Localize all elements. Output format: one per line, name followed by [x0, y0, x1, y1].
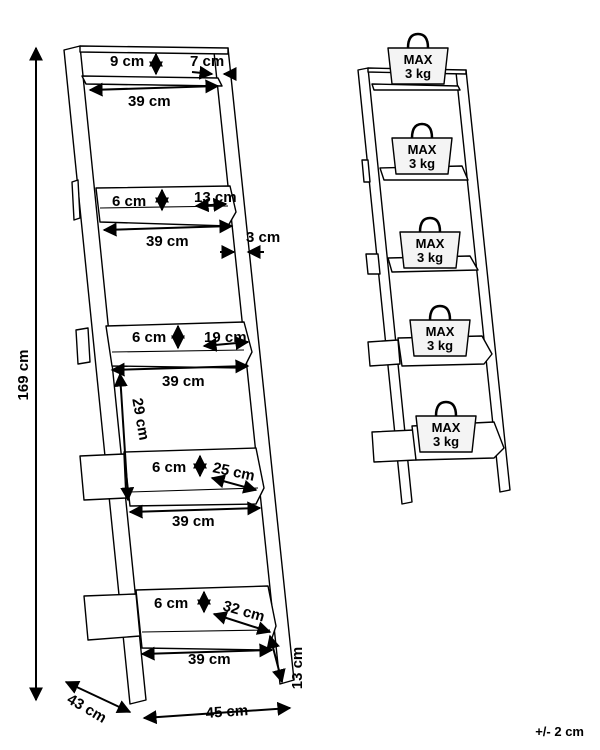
shelf-2-width-label: 39 cm	[146, 233, 189, 250]
weight-icon: MAX 3 kg	[387, 32, 449, 85]
shelf-1-lip-label: 9 cm	[110, 53, 144, 70]
max-label: MAX	[416, 236, 445, 251]
shelf-3-depth-label: 19 cm	[204, 329, 247, 346]
max-weight-value: 3 kg	[409, 156, 435, 171]
weight-icon: MAX 3 kg	[415, 400, 477, 453]
max-weight-value: 3 kg	[433, 434, 459, 449]
max-label: MAX	[426, 324, 455, 339]
shelf-4-lip-label: 6 cm	[152, 459, 186, 476]
max-weight-value: 3 kg	[427, 338, 453, 353]
shelf-3-lip-label: 6 cm	[132, 329, 166, 346]
max-label: MAX	[408, 142, 437, 157]
shelf-2-depth-label: 13 cm	[194, 189, 237, 206]
max-label: MAX	[404, 52, 433, 67]
top-crossbar	[79, 45, 229, 55]
weight-icon: MAX 3 kg	[399, 216, 461, 269]
dimension-labels: 169 cm 9 cm 7 cm 39 cm 6 cm 13 cm 39 cm …	[15, 53, 306, 727]
shelf-spacing-label: 29 cm	[128, 397, 152, 442]
shelf-1	[81, 75, 223, 87]
dimension-lines	[29, 46, 292, 725]
max-weight-value: 3 kg	[417, 250, 443, 265]
shelf-3-width-label: 39 cm	[162, 373, 205, 390]
max-weight-value: 3 kg	[405, 66, 431, 81]
shelf-1-width-label: 39 cm	[128, 93, 171, 110]
foot-label: 13 cm	[289, 647, 306, 690]
shelf-5-lip-label: 6 cm	[154, 595, 188, 612]
weight-icon: MAX 3 kg	[409, 304, 471, 357]
tolerance-note: +/- 2 cm	[535, 724, 584, 739]
side-thickness-label: 3 cm	[246, 229, 280, 246]
width-label: 45 cm	[205, 702, 249, 722]
depth-label: 43 cm	[64, 691, 109, 727]
shelf-4-width-label: 39 cm	[172, 513, 215, 530]
height-label: 169 cm	[15, 350, 32, 401]
shelf-1-depth-label: 7 cm	[190, 53, 224, 70]
weight-badges: MAX 3 kg MAX 3 kg MAX 3 kg MAX 3 kg MAX …	[387, 32, 477, 453]
shelf-2-lip-label: 6 cm	[112, 193, 146, 210]
shelf-5-width-label: 39 cm	[188, 651, 231, 668]
weight-icon: MAX 3 kg	[391, 122, 453, 175]
right-shelf-1	[371, 83, 461, 91]
max-label: MAX	[432, 420, 461, 435]
